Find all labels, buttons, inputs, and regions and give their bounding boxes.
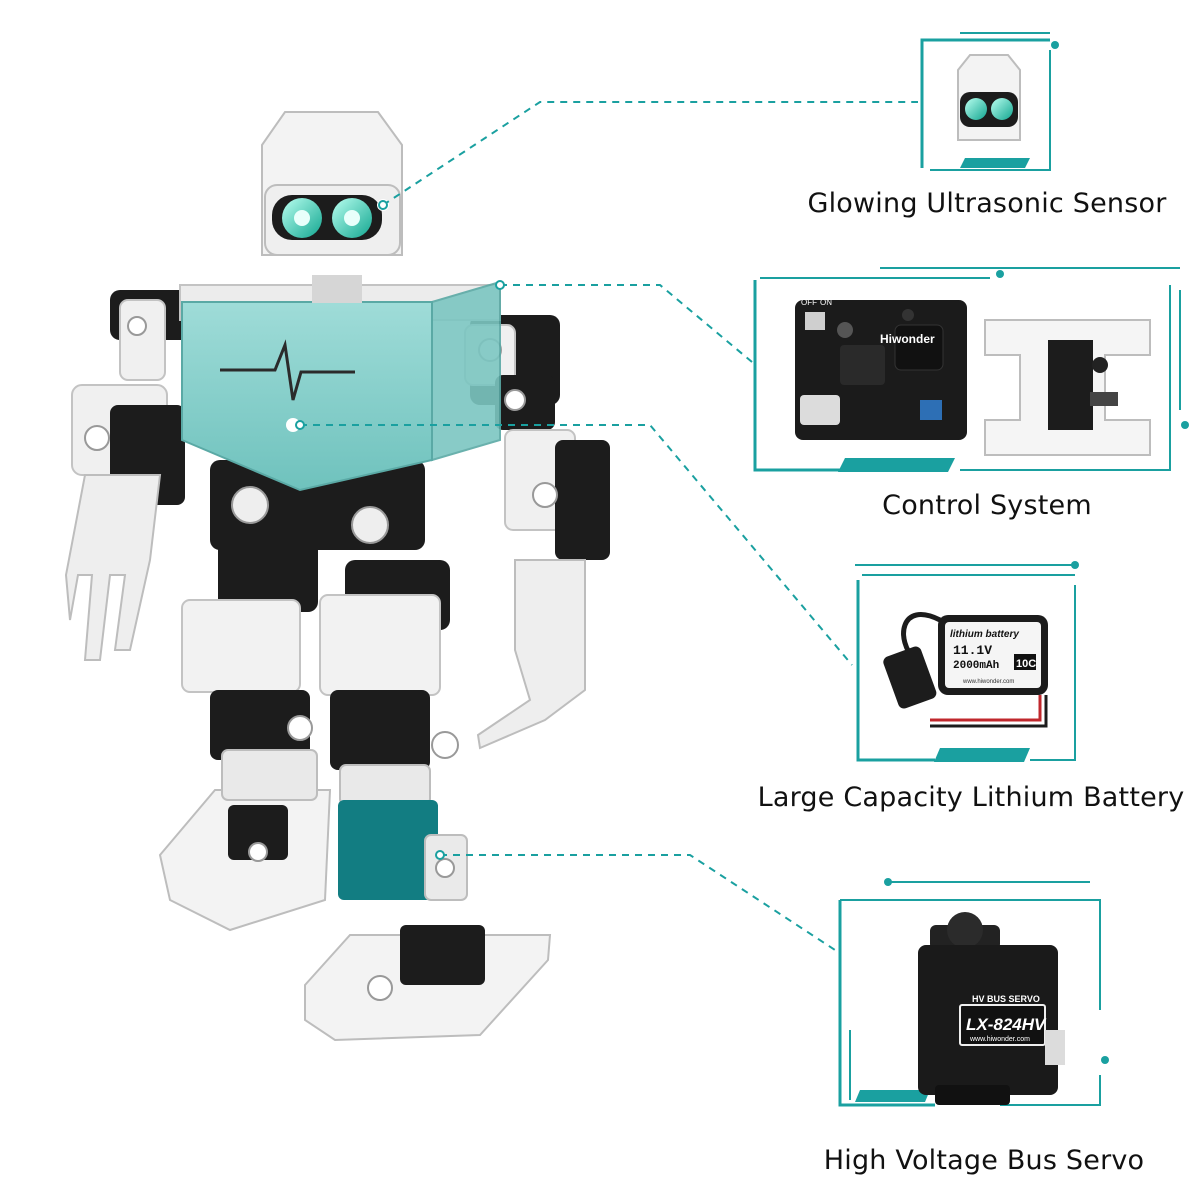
robot-left-arm (64, 290, 195, 661)
callout-line-control (500, 284, 753, 363)
battery-caption: Large Capacity Lithium Battery (757, 782, 1185, 813)
controller-board (795, 300, 967, 440)
control-frame (753, 267, 1189, 472)
battery-capacity-label: 2000mAh (953, 660, 999, 672)
servo-site-label: www.hiwonder.com (969, 1036, 1030, 1043)
sensor-module (957, 54, 1021, 141)
board-brand-label: Hiwonder (880, 332, 935, 346)
sensor-caption: Glowing Ultrasonic Sensor (807, 188, 1167, 219)
robot-right-foot (304, 925, 552, 1042)
sensor-frame (920, 32, 1059, 171)
servo-illustration (918, 912, 1065, 1105)
robot-left-leg (181, 501, 318, 801)
servo-model-label: LX-824HV (966, 1015, 1047, 1034)
callout-line-battery (300, 424, 853, 666)
battery-frame (855, 561, 1079, 762)
robot-right-leg (319, 560, 468, 901)
robot-left-foot (158, 789, 332, 932)
battery-rate-label: 10C (1016, 658, 1036, 670)
robot-illustration (64, 111, 610, 1042)
battery-voltage-label: 11.1V (953, 643, 992, 658)
callout-line-servo (440, 854, 836, 951)
highlighted-servo (338, 800, 438, 900)
battery-illustration (883, 612, 1048, 728)
callout-line-sensor (382, 101, 918, 206)
illustration-text: Hiwonder OFF ON lithium battery 11.1V 20… (801, 298, 1047, 1043)
servo-frame (838, 878, 1109, 1107)
control-caption: Control System (882, 490, 1092, 521)
servo-caption: High Voltage Bus Servo (823, 1145, 1145, 1176)
callout-dots (295, 200, 505, 860)
expansion-board (984, 319, 1151, 456)
battery-title-label: lithium battery (950, 629, 1019, 640)
robot-chest (179, 280, 501, 492)
board-off-label: OFF (801, 298, 817, 307)
servo-header-label: HV BUS SERVO (972, 994, 1040, 1004)
board-on-label: ON (820, 298, 832, 307)
battery-site-label: www.hiwonder.com (962, 679, 1014, 685)
callout-lines (300, 101, 918, 951)
robot-head (261, 111, 403, 303)
